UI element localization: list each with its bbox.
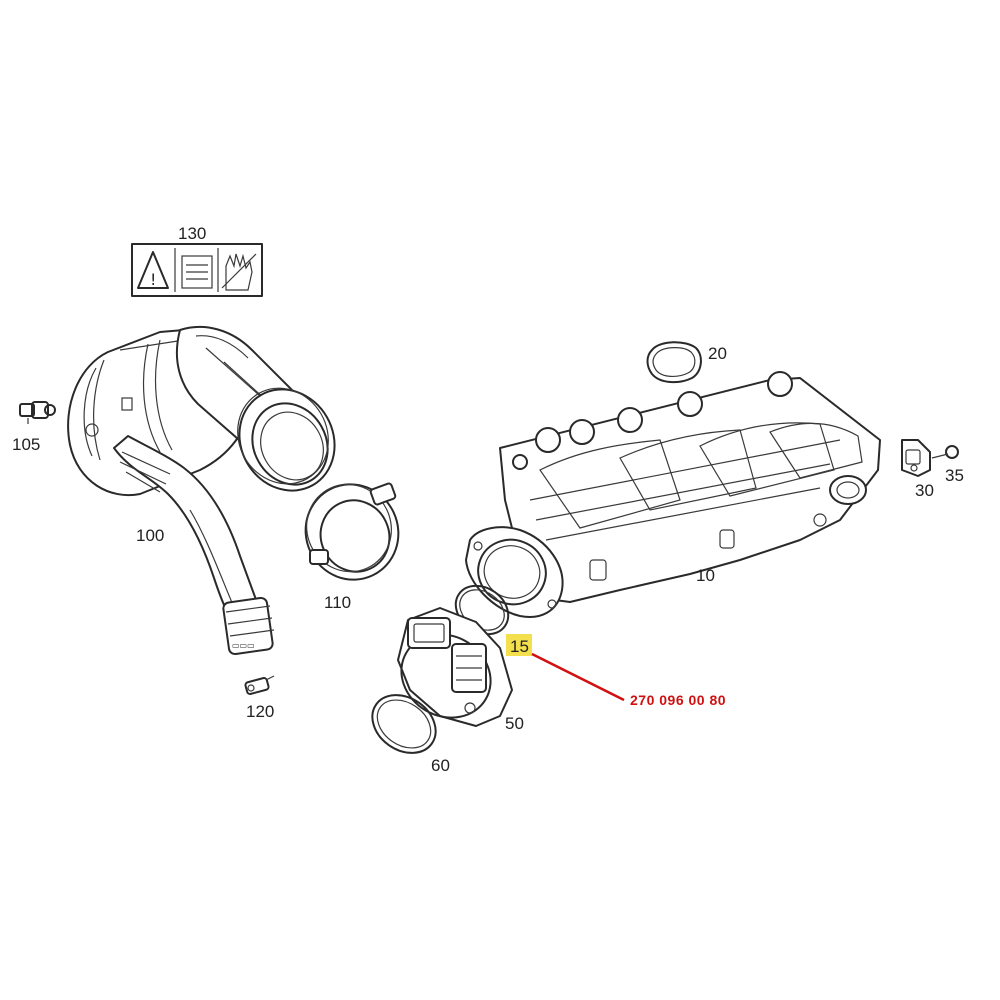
part-label-20: 20 (708, 344, 727, 363)
part-label-60: 60 (431, 756, 450, 775)
manual-info-icon (181, 255, 213, 289)
part-label-15: 15 (510, 637, 529, 656)
part-label-105: 105 (12, 435, 40, 454)
screw-part-35 (931, 445, 959, 459)
part-label-35: 35 (945, 466, 964, 485)
part-label-100: 100 (136, 526, 164, 545)
air-filter-housing-part-100: ▭▭▭ (67, 326, 336, 656)
warning-triangle-icon: ! (137, 251, 169, 289)
glove-icon (221, 253, 257, 291)
intake-manifold-part-10 (465, 371, 881, 618)
part-label-120: 120 (246, 702, 274, 721)
part-label-110: 110 (324, 593, 351, 612)
part-label-50: 50 (505, 714, 524, 733)
gasket-part-20 (646, 341, 702, 384)
gasket-ring-part-60 (371, 694, 437, 754)
part-label-130: 130 (178, 224, 206, 243)
part-label-10: 10 (696, 566, 715, 585)
throttle-body-part-50 (397, 607, 513, 727)
svg-text:!: ! (150, 270, 156, 289)
callout-leader-line (531, 652, 625, 702)
part-label-30: 30 (915, 481, 934, 500)
svg-text:▭▭▭: ▭▭▭ (232, 641, 255, 650)
hose-clamp-part-110 (304, 482, 400, 581)
warning-label-part-130: ! (131, 243, 263, 297)
callout-part-number: 270 096 00 80 (630, 692, 726, 708)
callout-highlight-15 (506, 634, 532, 656)
sensor-clip-part-105 (19, 401, 56, 424)
clip-part-120 (244, 675, 275, 695)
sensor-part-30 (901, 439, 931, 477)
